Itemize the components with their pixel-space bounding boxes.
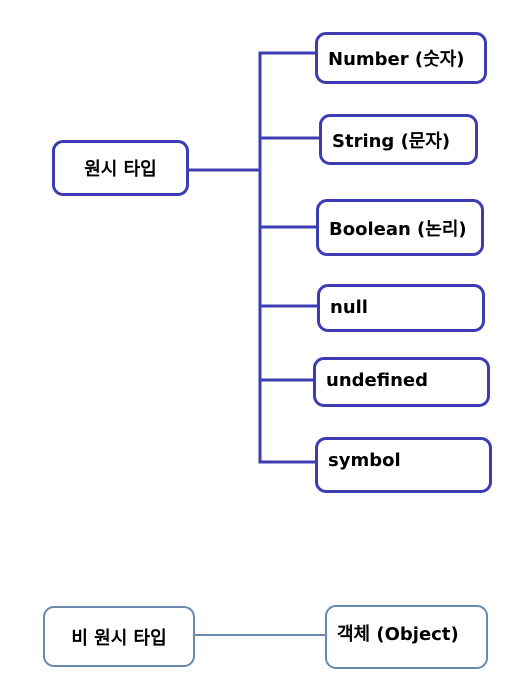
symbol-type-label: symbol [328,450,401,471]
string-type-node: String (문자) [319,114,478,165]
symbol-type-node: symbol [315,437,492,493]
non-primitive-types-label: 비 원시 타입 [71,627,167,649]
object-type-label: 객체 (Object) [337,624,459,645]
number-type-label: Number (숫자) [328,49,465,70]
null-type-node: null [317,284,485,332]
undefined-type-label: undefined [326,370,428,391]
boolean-type-node: Boolean (논리) [316,199,484,256]
string-type-label: String (문자) [332,130,451,152]
primitive-types-label: 원시 타입 [84,159,157,180]
null-type-label: null [330,297,368,318]
number-type-node: Number (숫자) [315,32,487,84]
undefined-type-node: undefined [313,357,490,407]
boolean-type-label: Boolean (논리) [329,218,467,240]
primitive-types-node: 원시 타입 [52,140,189,196]
non-primitive-types-node: 비 원시 타입 [43,606,195,667]
object-type-node: 객체 (Object) [325,605,488,669]
